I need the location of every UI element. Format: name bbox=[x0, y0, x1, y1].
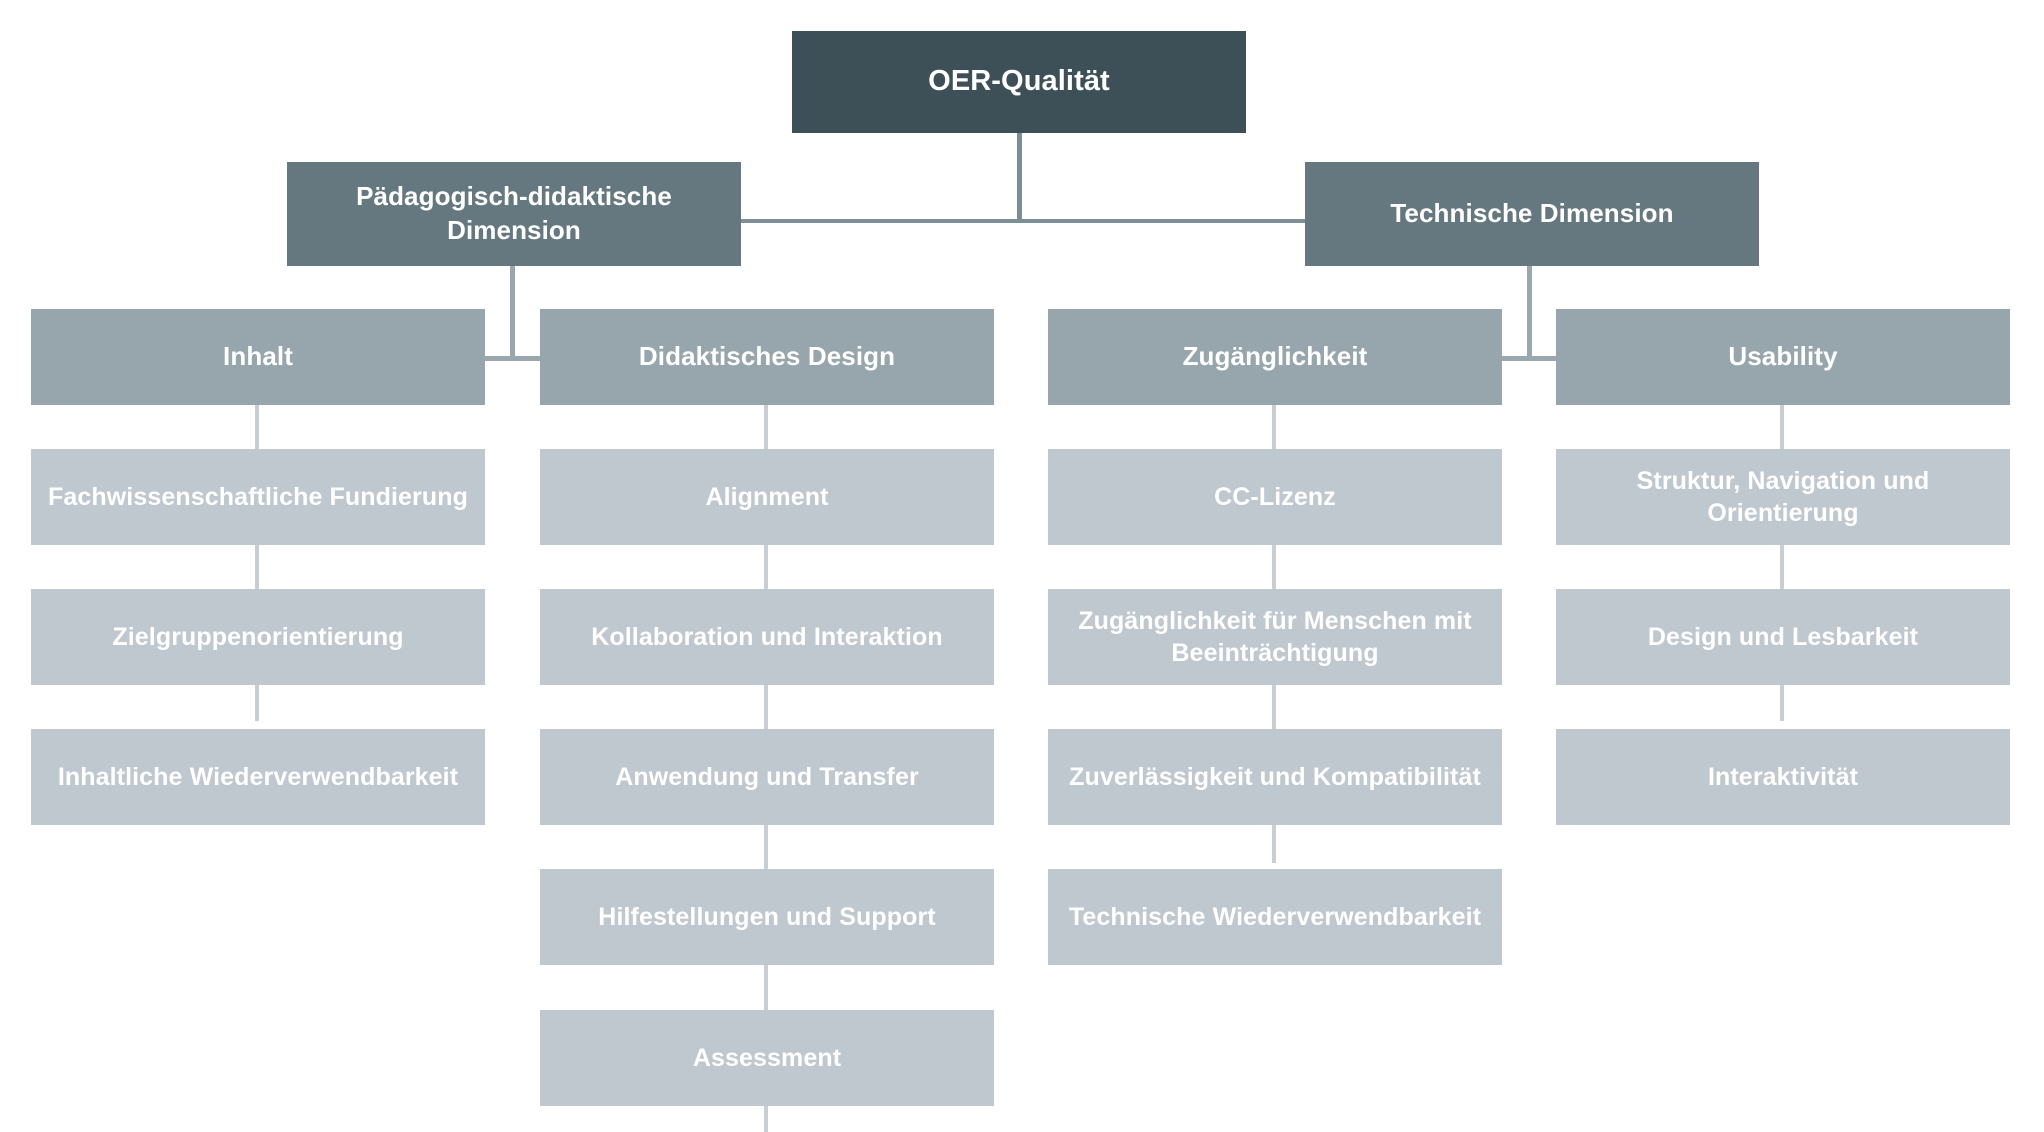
node-criterion-hilfestellungen-und-support[interactable]: Hilfestellungen und Support bbox=[540, 869, 994, 965]
node-criterion-zielgruppenorientierung[interactable]: Zielgruppenorientierung bbox=[31, 589, 485, 685]
connector-root-stem bbox=[1017, 133, 1022, 223]
node-criterion-cc-lizenz[interactable]: CC-Lizenz bbox=[1048, 449, 1502, 545]
connector-dimension-1-bus bbox=[484, 356, 541, 361]
connector-dimension-1-stem bbox=[510, 266, 515, 358]
connector-level1-bus bbox=[737, 219, 1309, 223]
node-criterion-technische-wiederverwendbarkeit[interactable]: Technische Wiederverwendbarkeit bbox=[1048, 869, 1502, 965]
node-criterion-zuverlaessigkeit-und-kompatibilitaet[interactable]: Zuverlässigkeit und Kompatibilität bbox=[1048, 729, 1502, 825]
node-criterion-kollaboration-und-interaktion[interactable]: Kollaboration und Interaktion bbox=[540, 589, 994, 685]
node-category-inhalt[interactable]: Inhalt bbox=[31, 309, 485, 405]
node-criterion-anwendung-und-transfer[interactable]: Anwendung und Transfer bbox=[540, 729, 994, 825]
node-criterion-alignment[interactable]: Alignment bbox=[540, 449, 994, 545]
connector-spine-inhalt bbox=[255, 405, 259, 721]
connector-dimension-2-bus bbox=[1501, 356, 1558, 361]
node-category-didaktisches-design[interactable]: Didaktisches Design bbox=[540, 309, 994, 405]
node-category-zugaenglichkeit[interactable]: Zugänglichkeit bbox=[1048, 309, 1502, 405]
node-dimension-technisch[interactable]: Technische Dimension bbox=[1305, 162, 1759, 266]
node-root-oer-qualitaet[interactable]: OER-Qualität bbox=[792, 31, 1246, 133]
node-category-usability[interactable]: Usability bbox=[1556, 309, 2010, 405]
connector-spine-usability bbox=[1780, 405, 1784, 721]
node-criterion-inhaltliche-wiederverwendbarkeit[interactable]: Inhaltliche Wiederverwendbarkeit bbox=[31, 729, 485, 825]
node-criterion-struktur-navigation-orientierung[interactable]: Struktur, Navigation und Orientierung bbox=[1556, 449, 2010, 545]
node-criterion-interaktivitaet[interactable]: Interaktivität bbox=[1556, 729, 2010, 825]
node-dimension-paedagogisch-didaktisch[interactable]: Pädagogisch-didaktische Dimension bbox=[287, 162, 741, 266]
connector-dimension-2-stem bbox=[1527, 266, 1532, 358]
node-criterion-assessment[interactable]: Assessment bbox=[540, 1010, 994, 1106]
node-criterion-zugaenglichkeit-beeintraechtigung[interactable]: Zugänglichkeit für Menschen mit Beeinträ… bbox=[1048, 589, 1502, 685]
node-criterion-design-und-lesbarkeit[interactable]: Design und Lesbarkeit bbox=[1556, 589, 2010, 685]
node-criterion-fachwissenschaftliche-fundierung[interactable]: Fachwissenschaftliche Fundierung bbox=[31, 449, 485, 545]
